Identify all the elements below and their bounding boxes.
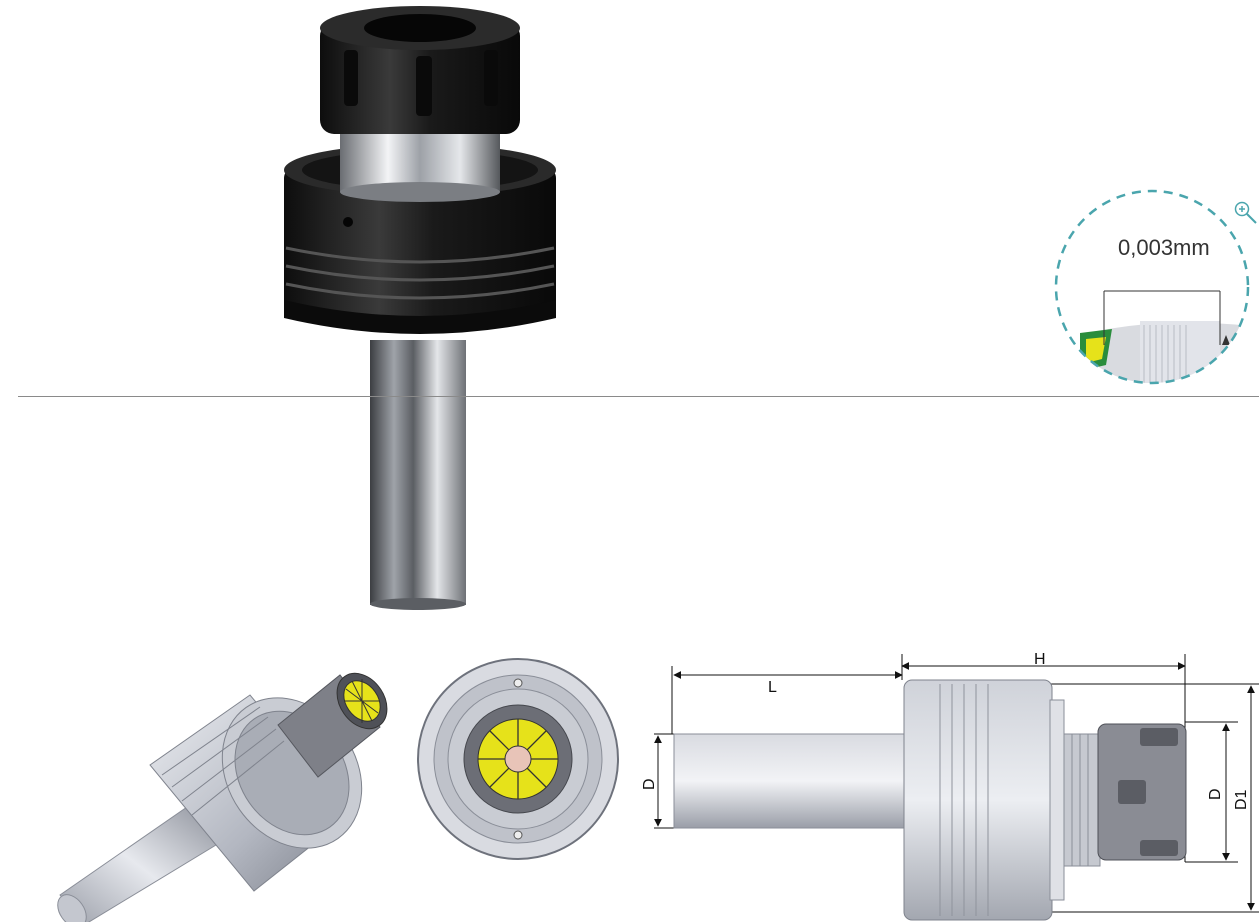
body-diameter-label: D1 [1233,789,1250,810]
tolerance-zoom-callout: 0,003mm [1040,175,1259,405]
zoom-circle: 0,003mm [1054,189,1250,385]
shank-diameter-label: D [641,778,658,790]
section-divider [18,396,1259,397]
isometric-cad-view [57,672,388,922]
zoom-in-icon[interactable] [1232,199,1258,225]
height-label: H [1034,651,1046,668]
collet-diameter-label: D [1207,788,1224,800]
dimensioned-side-view: L H D D D1 [641,651,1259,921]
length-label: L [768,679,777,696]
tool-holder-photo [284,6,556,610]
front-cad-view [417,658,619,860]
tolerance-label: 0,003mm [1118,235,1210,260]
